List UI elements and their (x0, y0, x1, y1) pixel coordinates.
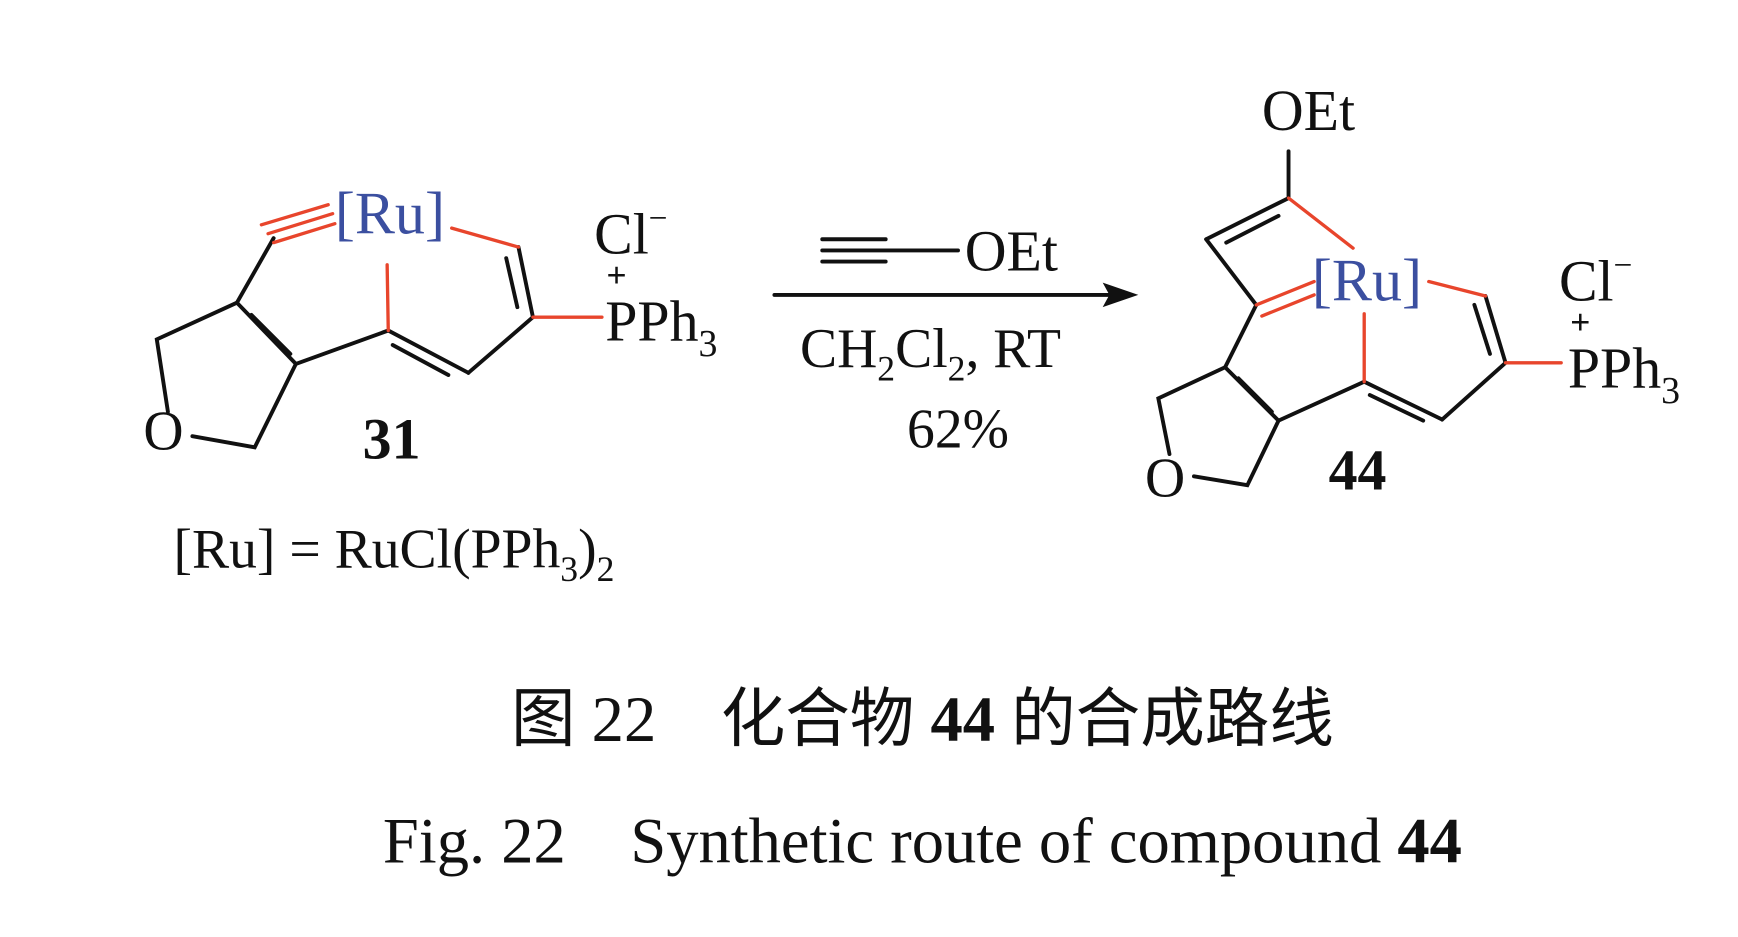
compound-31: [Ru] Cl− + PPh3 O 31 [Ru] = RuCl(PPh3)2 (143, 180, 717, 589)
ethoxyacetylene-structure (820, 237, 960, 264)
caption-chinese: 图 22 化合物 44 的合成路线 (511, 683, 1334, 755)
metal-bonds (1254, 196, 1563, 384)
metal-definition: [Ru] = RuCl(PPh3)2 (173, 519, 614, 589)
caption-english: Fig. 22 Synthetic route of compound 44 (383, 804, 1462, 876)
reaction-conditions: OEt CH2Cl2, RT 62% (772, 218, 1139, 460)
ethoxy-label: OEt (1262, 78, 1355, 143)
compound-label-31: 31 (363, 406, 421, 471)
cation-charge: + (606, 255, 626, 295)
compound-label-44: 44 (1329, 438, 1387, 503)
arrowhead-icon (1102, 282, 1139, 308)
yield: 62% (907, 398, 1009, 460)
reagent-oet: OEt (965, 218, 1058, 283)
skeleton-bonds (1156, 149, 1508, 488)
metal-label: [Ru] (1312, 246, 1422, 313)
oxygen-atom: O (143, 401, 183, 463)
metal-bonds (259, 203, 604, 333)
solvent-conditions: CH2Cl2, RT (800, 318, 1061, 388)
phosphonium-label: PPh3 (1568, 335, 1680, 412)
oxygen-atom: O (1145, 447, 1185, 509)
counterion-label: Cl− (1559, 247, 1632, 313)
counterion-label: Cl− (594, 200, 668, 266)
metal-label: [Ru] (335, 180, 445, 247)
phosphonium-label: PPh3 (605, 289, 717, 366)
compound-44: OEt [Ru] Cl− + PPh3 O 44 (1145, 78, 1680, 509)
cation-charge: + (1570, 302, 1590, 342)
skeleton-bonds (154, 236, 535, 450)
